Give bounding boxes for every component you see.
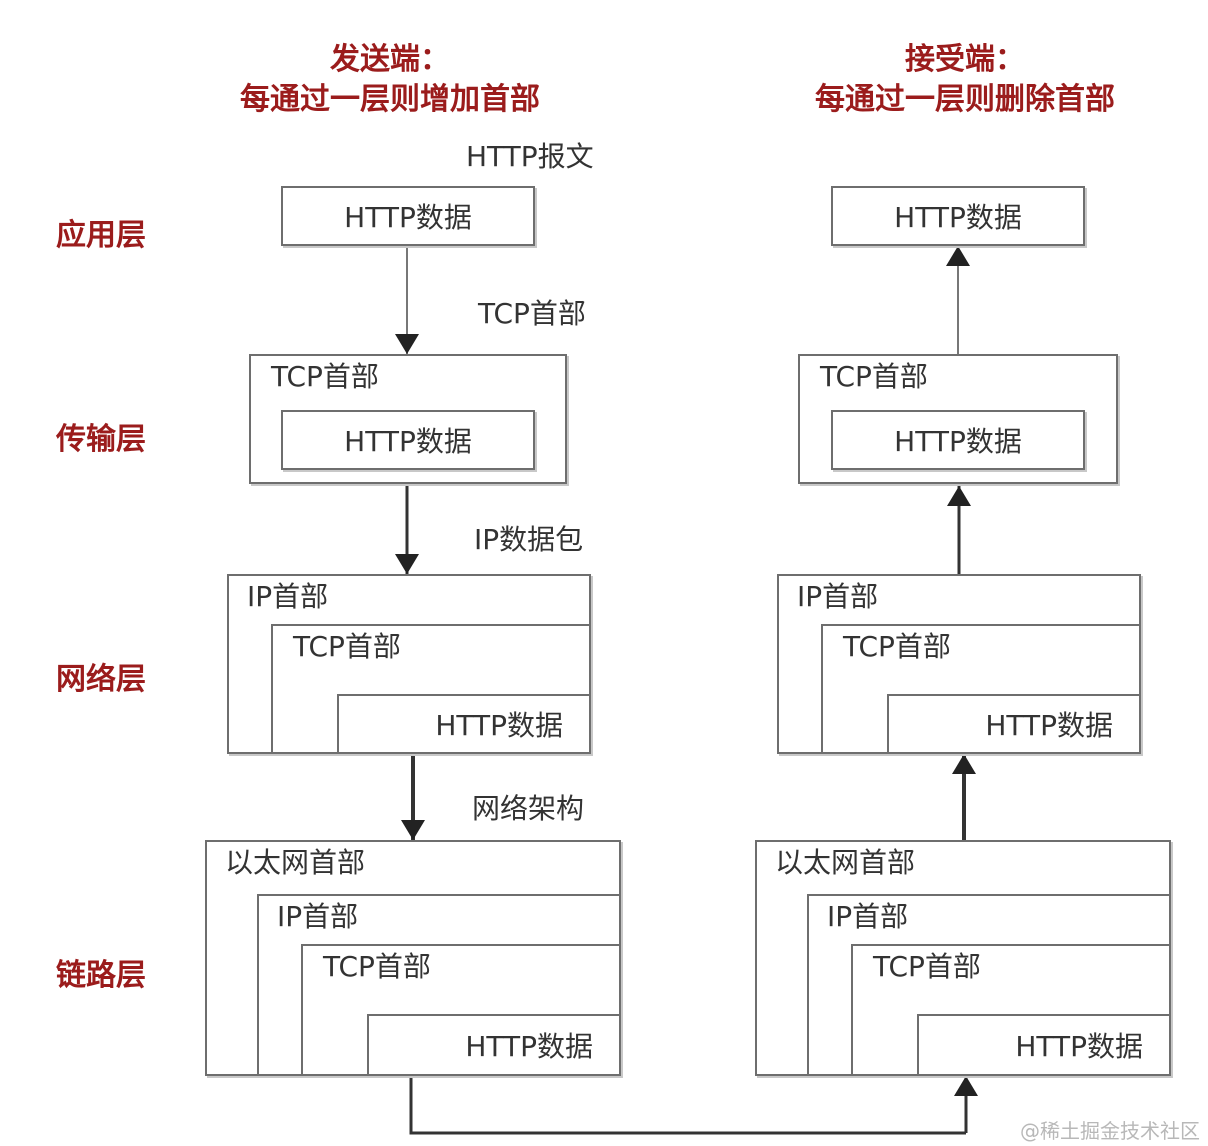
receiver-tcp-header-label: TCP首部: [820, 360, 928, 393]
receiver-tcp-http-box: HTTP数据: [831, 410, 1085, 470]
receiver-ip-header-label: IP首部: [797, 580, 879, 613]
sender-eth-header-label: 以太网首部: [225, 846, 366, 879]
receiver-heading: 接受端： 每通过一层则删除首部: [795, 40, 1135, 120]
receiver-ip-http-box: HTTP数据: [887, 694, 1141, 754]
layer-network: 网络层: [56, 662, 146, 697]
sender-ip-header-label: IP首部: [247, 580, 329, 613]
sender-eth-http-label: HTTP数据: [465, 1030, 593, 1063]
receiver-app-http-box: HTTP数据: [831, 186, 1085, 246]
receiver-heading-line2: 每通过一层则删除首部: [815, 82, 1115, 117]
annotation-ip-packet: IP数据包: [474, 523, 584, 556]
sender-eth-tcp-label: TCP首部: [323, 950, 431, 983]
receiver-eth-ip-label: IP首部: [827, 900, 909, 933]
receiver-eth-tcp-label: TCP首部: [873, 950, 981, 983]
receiver-eth-http-label: HTTP数据: [1015, 1030, 1143, 1063]
sender-tcp-header-label: TCP首部: [271, 360, 379, 393]
sender-heading: 发送端： 每通过一层则增加首部: [220, 40, 560, 120]
receiver-eth-http-box: HTTP数据: [917, 1014, 1171, 1076]
sender-eth-ip-label: IP首部: [277, 900, 359, 933]
receiver-app-http-label: HTTP数据: [894, 201, 1022, 234]
sender-app-http-box: HTTP数据: [281, 186, 535, 246]
connector-sender-to-receiver: [409, 1076, 966, 1135]
receiver-ip-tcp-label: TCP首部: [843, 630, 951, 663]
sender-heading-line1: 发送端：: [330, 42, 450, 77]
annotation-network-arch: 网络架构: [472, 792, 585, 825]
sender-tcp-http-box: HTTP数据: [281, 410, 535, 470]
layer-link: 链路层: [56, 958, 146, 993]
sender-ip-http-label: HTTP数据: [435, 709, 563, 742]
receiver-heading-line1: 接受端：: [905, 42, 1025, 77]
sender-ip-http-box: HTTP数据: [337, 694, 591, 754]
layer-application: 应用层: [56, 218, 146, 253]
receiver-ip-http-label: HTTP数据: [985, 709, 1113, 742]
annotation-http-message: HTTP报文: [466, 140, 594, 173]
layer-transport: 传输层: [56, 422, 146, 457]
sender-ip-tcp-label: TCP首部: [293, 630, 401, 663]
receiver-tcp-http-label: HTTP数据: [894, 425, 1022, 458]
watermark: @稀土掘金技术社区: [1020, 1119, 1200, 1143]
sender-app-http-label: HTTP数据: [344, 201, 472, 234]
receiver-eth-header-label: 以太网首部: [775, 846, 916, 879]
sender-tcp-http-label: HTTP数据: [344, 425, 472, 458]
sender-eth-http-box: HTTP数据: [367, 1014, 621, 1076]
annotation-tcp-header: TCP首部: [478, 297, 586, 330]
sender-heading-line2: 每通过一层则增加首部: [240, 82, 540, 117]
